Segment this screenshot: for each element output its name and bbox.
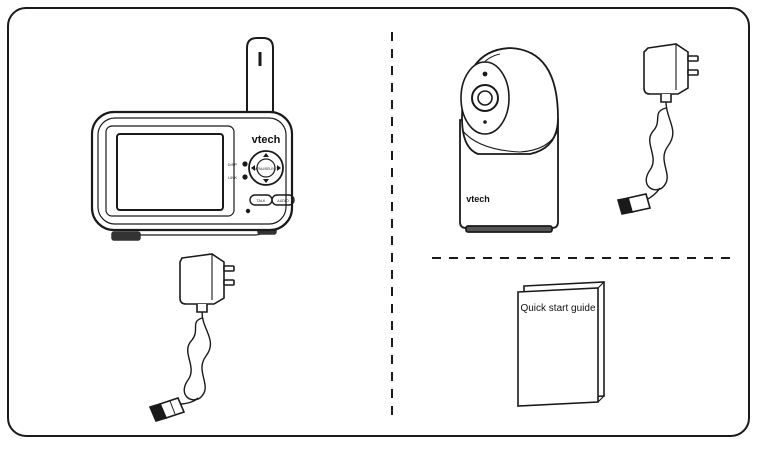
camera-adapter-body [643, 43, 689, 95]
adapter-prong-2 [223, 279, 235, 286]
menu-select-button [256, 158, 276, 178]
camera-adapter-prong-1 [687, 55, 699, 62]
foot-left [111, 231, 141, 241]
camera-lens-icon [477, 90, 493, 106]
adapter-body [179, 253, 225, 305]
nav-right-icon [277, 165, 281, 171]
navigation-ring [248, 150, 284, 186]
parent-unit-screen [116, 133, 224, 211]
parent-unit-power-adapter [148, 253, 235, 422]
adapter-prong-1 [223, 265, 235, 272]
camera-power-adapter [616, 43, 699, 215]
link-indicator [242, 174, 248, 180]
adapter-cable [183, 311, 212, 401]
disp-label: DISP [228, 162, 238, 167]
camera-sensor [482, 71, 488, 77]
nav-down-icon [263, 179, 269, 183]
camera-adapter-prong-2 [687, 69, 699, 76]
parent-unit-body [90, 110, 294, 232]
camera-brand: vtech [466, 194, 490, 204]
link-label: LINK [228, 175, 237, 180]
audio-label: AUDIO [277, 199, 289, 203]
parent-unit-brand: vtech [252, 134, 281, 146]
camera-unit-illustration [459, 47, 559, 233]
talk-label: TALK [257, 199, 266, 203]
parent-unit-illustration [90, 37, 295, 241]
nav-left-icon [251, 165, 255, 171]
menu-select-label: MENU/SELECT [254, 167, 278, 171]
outer-frame [7, 7, 750, 437]
camera-adapter-cable [645, 101, 674, 191]
camera-mic [483, 120, 487, 124]
audio-button [271, 194, 295, 206]
power-dot [245, 208, 251, 214]
guide-title: Quick start guide [520, 303, 595, 314]
nav-up-icon [263, 153, 269, 157]
antenna [246, 37, 274, 118]
disp-indicator [242, 161, 248, 167]
quick-start-guide-illustration [517, 281, 605, 407]
